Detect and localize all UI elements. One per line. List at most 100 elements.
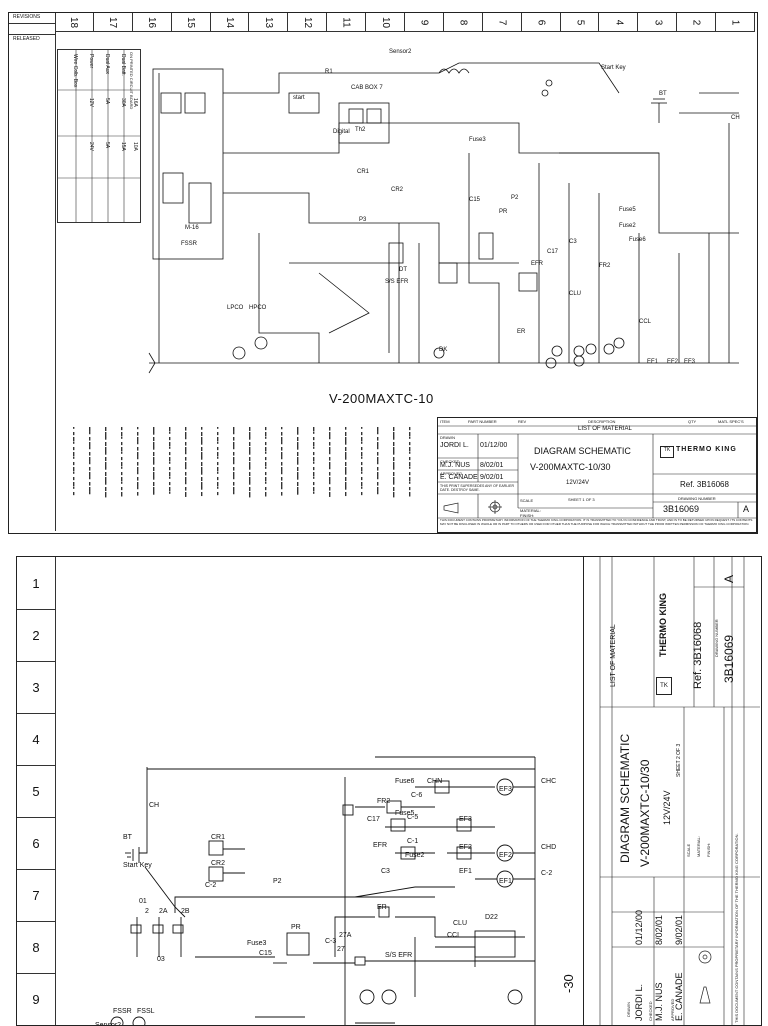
drawn-date: 01/12/00 [480,442,508,449]
legend-text-mark [185,462,187,467]
component-label: DK [439,347,447,353]
legend-text-mark [201,487,203,490]
legend-text-mark [249,457,251,462]
legend-text-mark [281,462,283,466]
legend-text-mark [249,487,251,492]
legend-text-mark [265,492,267,497]
legend-text-mark [393,477,395,483]
legend-text-mark [361,477,363,481]
legend-text-mark [297,427,299,433]
checked-label-2: CHECKED [648,1001,653,1021]
projection-symbol-icon [443,500,502,514]
legend-text-mark [185,452,187,455]
lom-header-part: PART NUMBER [468,419,497,424]
legend-text-mark [249,472,251,477]
legend-text-mark [313,467,315,471]
legend-text-mark [153,462,155,465]
legend-text-mark [169,437,171,441]
legend-text-mark [89,447,91,450]
legend-text-mark [329,452,331,455]
legend-text-mark [249,482,251,485]
legend-text-mark [185,427,187,431]
legend-text-mark [217,437,219,442]
legend-text-mark [153,437,155,442]
legend-text-mark [137,442,139,445]
component-label: 01 [139,898,147,905]
legend-text-mark [329,472,331,476]
zone-marker: 16 [133,13,172,31]
component-label: Start Key [601,65,626,71]
legend-text-mark [409,432,411,437]
legend-text-mark [377,437,379,441]
legend-text-mark [217,442,219,444]
legend-text-mark [249,452,251,455]
legend-text-mark [233,427,235,432]
legend-text-mark [73,472,75,474]
legend-text-mark [265,467,267,469]
checked-date-2: 8/02/01 [654,914,664,945]
legend-notes [73,427,411,498]
zone-marker: 6 [522,13,561,31]
legend-text-mark [217,472,219,474]
legend-text-mark [121,482,123,484]
legend-text-mark [249,462,251,468]
legend-text-mark [121,427,123,431]
component-label: EF1 [499,878,512,885]
legend-text-mark [377,432,379,435]
component-label: EF3 [459,816,472,823]
legend-text-mark [153,487,155,493]
zone-marker: 3 [17,661,55,714]
component-label: Start Key [123,862,152,869]
legend-text-mark [217,452,219,457]
legend-text-mark [201,432,203,437]
legend-text-mark [409,492,411,497]
legend-text-mark [409,467,411,469]
legend-text-mark [313,477,315,479]
legend-text-mark [137,457,139,460]
legend-text-mark [73,442,75,444]
zone-marker: 17 [94,13,133,31]
legend-text-mark [169,482,171,486]
legend-text-mark [233,467,235,471]
legend-text-mark [313,482,315,486]
legend-text-mark [409,457,411,461]
legend-text-mark [153,427,155,433]
legend-text-mark [73,477,75,481]
component-label: 2A [159,908,168,915]
legend-text-mark [169,492,171,494]
legend-text-mark [73,482,75,487]
legend-text-mark [201,477,203,482]
legend-text-mark [185,467,187,470]
legend-text-mark [409,442,411,446]
legend-text-mark [121,442,123,446]
legend-text-mark [345,487,347,490]
legend-text-mark [89,467,91,471]
zone-marker: 9 [17,973,55,1025]
wire-table-cell: 15A [120,142,126,151]
company-name: THERMO KING [676,446,737,453]
legend-text-mark [393,452,395,455]
component-label: CLU [453,920,467,927]
diagram-title: V-200MAXTC-10 [329,391,434,406]
component-label: CCL [639,319,652,325]
legend-text-mark [329,447,331,452]
legend-text-mark [201,462,203,467]
zone-marker: 2 [677,13,717,31]
component-label: EF3 [684,359,696,365]
component-label: CR2 [391,187,404,193]
legend-text-mark [217,467,219,472]
legend-text-mark [265,442,267,446]
component-label: P3 [359,217,367,223]
legend-text-mark [137,447,139,451]
legend-text-mark [393,492,395,498]
legend-text-mark [265,432,267,437]
legend-text-mark [217,492,219,496]
legend-text-mark [345,467,347,473]
component-label: CHD [541,844,556,851]
thermo-king-logo-icon: TK [660,446,674,458]
legend-text-mark [313,452,315,456]
legend-text-mark [345,452,347,458]
legend-text-mark [121,462,123,467]
